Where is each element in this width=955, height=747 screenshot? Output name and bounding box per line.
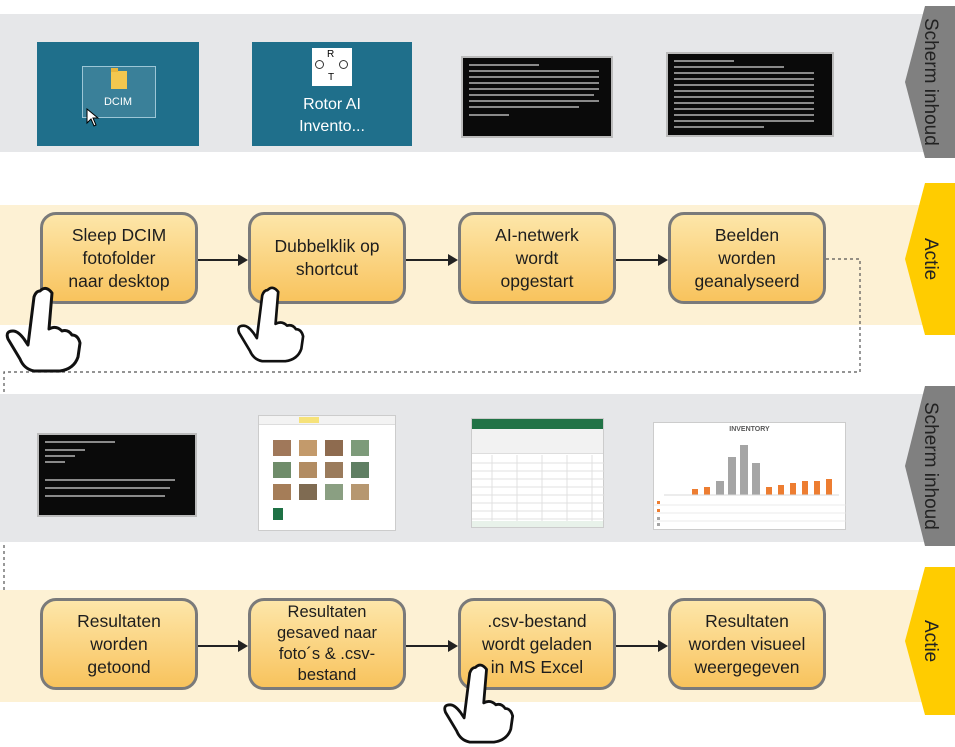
flow-arrow <box>198 254 248 266</box>
flow-arrow <box>406 254 458 266</box>
step-line: Beelden <box>714 224 780 245</box>
step-line: .csv-bestand <box>487 610 587 631</box>
step-box-csv-excel: .csv-bestand wordt geladen in MS Excel <box>458 598 616 690</box>
step-box-visueel: Resultaten worden visueel weergegeven <box>668 598 826 690</box>
step-line: foto´s & .csv- <box>278 645 376 663</box>
step-line: weergegeven <box>694 656 800 677</box>
step-line: AI-netwerk <box>495 224 579 245</box>
dcim-desktop-tile: DCIM <box>37 42 199 146</box>
step-line: in MS Excel <box>490 656 584 677</box>
action-row-label-2: Actie <box>920 619 941 663</box>
screen-row-tab-2: Scherm inhoud <box>905 386 955 546</box>
step-box-resultaten-gesaved: Resultaten gesaved naar foto´s & .csv- b… <box>248 598 406 690</box>
step-line: gesaved naar <box>277 624 377 642</box>
terminal-results-thumbnail <box>37 433 197 517</box>
step-line: worden <box>718 247 776 268</box>
flow-arrow <box>406 640 458 652</box>
flow-arrow <box>616 640 668 652</box>
step-box-resultaten-getoond: Resultaten worden getoond <box>40 598 198 690</box>
step-line: shortcut <box>295 259 359 279</box>
mouse-cursor-icon <box>86 108 100 127</box>
tab-chevron-shape <box>905 183 955 335</box>
rotor-app-icon: R T <box>312 48 352 86</box>
step-line: Sleep DCIM <box>71 224 167 245</box>
file-explorer-thumbnail <box>258 415 396 531</box>
folder-icon <box>111 68 127 89</box>
step-line: Resultaten <box>77 610 161 631</box>
action-row-label-1: Actie <box>920 237 941 281</box>
rotor-shortcut-tile: R T Rotor AI Invento... <box>252 42 412 146</box>
step-line: getoond <box>87 656 151 677</box>
step-line: wordt <box>515 247 559 268</box>
flow-arrow <box>616 254 668 266</box>
step-line: wordt geladen <box>482 633 592 654</box>
terminal-thumbnail-1 <box>461 56 613 138</box>
tab-chevron-shape <box>905 386 955 546</box>
step-line: geanalyseerd <box>694 270 800 291</box>
step-line: Dubbelklik op <box>274 236 380 256</box>
dcim-label: DCIM <box>103 96 133 108</box>
action-row-tab-2: Actie <box>905 567 955 715</box>
chart-thumb-title: INVENTORY <box>729 426 770 433</box>
rotor-label-line2: Invento... <box>299 118 365 135</box>
step-line: opgestart <box>500 270 574 291</box>
step-line: fotofolder <box>82 247 156 268</box>
hand-pointer-icon <box>237 286 305 363</box>
screen-row-label-2: Scherm inhoud <box>920 402 941 530</box>
step-box-beelden: Beelden worden geanalyseerd <box>668 212 826 304</box>
excel-thumbnail <box>471 418 605 528</box>
tab-chevron-shape <box>905 567 955 715</box>
action-row-tab-1: Actie <box>905 183 955 335</box>
screen-row-tab-1: Scherm inhoud <box>905 6 955 158</box>
inventory-chart-thumbnail: INVENTORY <box>653 422 847 530</box>
step-line: Resultaten <box>705 610 789 631</box>
step-line: bestand <box>297 666 357 684</box>
step-line: naar desktop <box>68 270 170 291</box>
hand-pointer-icon <box>443 663 515 744</box>
screen-row-label-1: Scherm inhoud <box>920 18 941 146</box>
step-line: worden visueel <box>688 633 806 654</box>
step-box-ai-netwerk: AI-netwerk wordt opgestart <box>458 212 616 304</box>
tab-chevron-shape <box>905 6 955 158</box>
terminal-thumbnail-2 <box>666 52 834 137</box>
flow-arrow <box>198 640 248 652</box>
step-box-sleep-dcim: Sleep DCIM fotofolder naar desktop <box>40 212 198 304</box>
rotor-label-line1: Rotor AI <box>303 96 361 113</box>
step-line: worden <box>90 633 148 654</box>
step-line: Resultaten <box>287 603 367 621</box>
hand-pointer-icon <box>5 286 82 373</box>
